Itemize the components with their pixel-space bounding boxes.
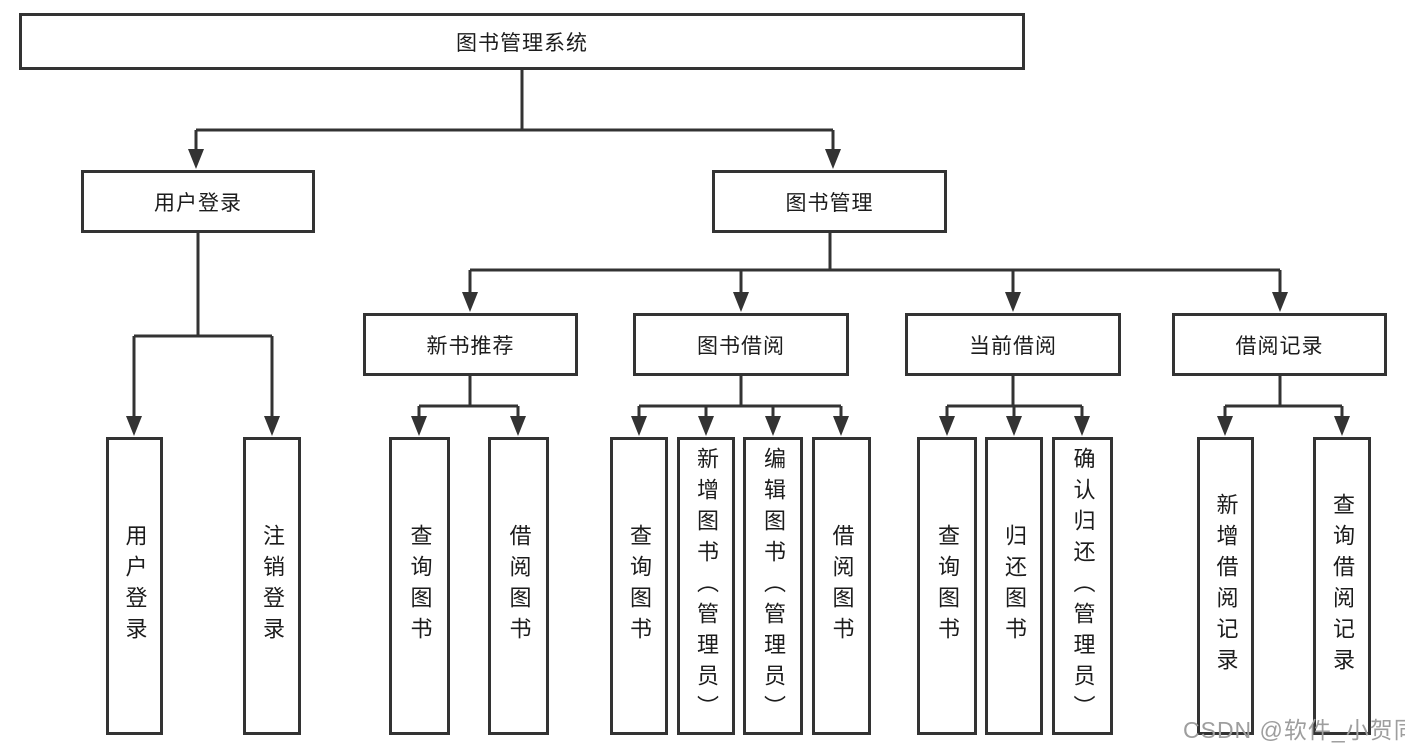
leaf-confirm-return-admin: 确认归还（管理员） bbox=[1052, 437, 1113, 735]
arrowhead bbox=[1005, 292, 1021, 312]
arrowhead bbox=[1006, 416, 1022, 436]
node-label: 查询图书 bbox=[935, 524, 960, 648]
node-user-login: 用户登录 bbox=[81, 170, 315, 233]
node-label: 新书推荐 bbox=[426, 334, 515, 358]
leaf-add-borrow-record: 新增借阅记录 bbox=[1197, 437, 1254, 735]
leaf-query-books-borrow: 查询图书 bbox=[610, 437, 668, 735]
arrowhead bbox=[1272, 292, 1288, 312]
arrowhead bbox=[510, 416, 526, 436]
node-label: 注销登录 bbox=[260, 524, 285, 648]
leaf-query-borrow-record: 查询借阅记录 bbox=[1313, 437, 1371, 735]
leaf-query-books-recommend: 查询图书 bbox=[389, 437, 450, 735]
node-label: 用户登录 bbox=[122, 524, 148, 648]
arrowhead bbox=[462, 292, 478, 312]
node-label: 图书管理 bbox=[785, 191, 874, 215]
arrowhead bbox=[833, 416, 849, 436]
node-book-management: 图书管理 bbox=[712, 170, 947, 233]
node-label: 借阅记录 bbox=[1235, 334, 1324, 358]
leaf-add-books-admin: 新增图书（管理员） bbox=[677, 437, 735, 735]
node-label: 查询借阅记录 bbox=[1330, 493, 1355, 679]
node-current-borrow: 当前借阅 bbox=[905, 313, 1121, 376]
leaf-query-books-current: 查询图书 bbox=[917, 437, 977, 735]
arrowhead bbox=[126, 416, 142, 436]
leaf-user-login: 用户登录 bbox=[106, 437, 163, 735]
node-new-book-recommend: 新书推荐 bbox=[363, 313, 578, 376]
node-label: 查询图书 bbox=[627, 524, 652, 648]
arrowhead bbox=[1334, 416, 1350, 436]
leaf-logout-login: 注销登录 bbox=[243, 437, 301, 735]
node-label: 图书管理系统 bbox=[456, 31, 588, 55]
arrowhead bbox=[939, 416, 955, 436]
arrowhead bbox=[631, 416, 647, 436]
leaf-borrow-books: 借阅图书 bbox=[812, 437, 871, 735]
leaf-return-books: 归还图书 bbox=[985, 437, 1043, 735]
node-label: 确认归还（管理员） bbox=[1070, 446, 1096, 726]
node-label: 借阅图书 bbox=[829, 524, 855, 648]
leaf-borrow-books-recommend: 借阅图书 bbox=[488, 437, 549, 735]
leaf-edit-books-admin: 编辑图书（管理员） bbox=[743, 437, 803, 735]
arrowhead bbox=[733, 292, 749, 312]
node-label: 用户登录 bbox=[154, 191, 242, 215]
node-book-borrow: 图书借阅 bbox=[633, 313, 849, 376]
arrowhead bbox=[698, 416, 714, 436]
arrowhead bbox=[1217, 416, 1233, 436]
node-label: 查询图书 bbox=[407, 524, 433, 648]
node-label: 归还图书 bbox=[1002, 524, 1027, 648]
arrowhead bbox=[825, 149, 841, 169]
node-label: 新增借阅记录 bbox=[1213, 493, 1239, 679]
node-borrow-records: 借阅记录 bbox=[1172, 313, 1387, 376]
arrowhead bbox=[765, 416, 781, 436]
node-label: 新增图书（管理员） bbox=[694, 446, 719, 726]
arrowhead bbox=[411, 416, 427, 436]
arrowhead bbox=[188, 149, 204, 169]
arrowhead bbox=[264, 416, 280, 436]
node-label: 编辑图书（管理员） bbox=[761, 446, 786, 726]
node-library-management-system: 图书管理系统 bbox=[19, 13, 1025, 70]
csdn-watermark: CSDN @软件_小贺同学 bbox=[1183, 717, 1405, 743]
arrowhead bbox=[1074, 416, 1090, 436]
node-label: 图书借阅 bbox=[697, 334, 785, 358]
node-label: 当前借阅 bbox=[969, 334, 1057, 358]
node-label: 借阅图书 bbox=[506, 524, 532, 648]
